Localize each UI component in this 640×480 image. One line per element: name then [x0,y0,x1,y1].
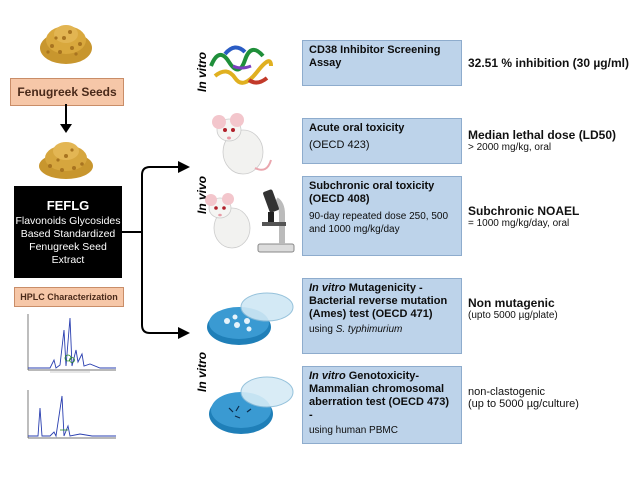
extract-line: Flavonoids Glycosides [15,214,121,227]
result-subchronic: Subchronic NOAEL = 1000 mg/kg/day, oral [468,204,638,229]
result-chromosomal: non-clastogenic (up to 5000 µg/culture) [468,386,638,410]
extract-line: Fenugreek Seed [29,240,107,253]
hplc-chromatogram-1 [20,310,120,380]
assay-box-subchronic: Subchronic oral toxicity (OECD 408) 90-d… [302,176,462,256]
result-ames: Non mutagenic (upto 5000 µg/plate) [468,296,638,321]
assay-title: Genotoxicity- Mammalian chromosomal aber… [309,370,449,421]
result-sub: > 2000 mg/kg, oral [468,142,552,153]
assay-detail: (OECD 423) [309,139,370,151]
assay-detail: 90-day repeated dose 250, 500 and 1000 m… [309,211,448,235]
assay-detail: using human PBMC [309,425,398,436]
result-cd38: 32.51 % inhibition (30 µg/ml) [468,56,629,70]
assay-box-cd38: CD38 Inhibitor Screening Assay [302,40,462,86]
extract-title: FEFLG [46,197,90,213]
result-main: Median lethal dose (LD50) [468,128,617,142]
assay-detail-organism: S. typhimurium [335,324,403,335]
hplc-label: HPLC Characterization [14,287,124,307]
microscope-image [250,184,300,254]
extract-line: Based Standardized [20,227,116,240]
result-sub: (upto 5000 µg/plate) [468,310,558,321]
result-sub: = 1000 mg/kg/day, oral [468,218,570,229]
branch-arrows [122,150,192,350]
assay-box-ames: In vitro Mutagenicity - Bacterial revers… [302,278,462,354]
assay-title: Acute oral toxicity [309,122,405,134]
assay-box-chromosomal: In vitro Genotoxicity- Mammalian chromos… [302,366,462,444]
assay-title: Mutagenicity - Bacterial reverse mutatio… [309,282,448,320]
assay-title-italic: In vitro [309,282,346,294]
rat-image [205,108,275,180]
petri-dish-image-2 [205,368,295,440]
fenugreek-seeds-image [38,18,94,66]
result-main: Non mutagenic [468,296,555,310]
assay-title-italic: In vitro [309,370,346,382]
result-main: non-clastogenic [468,386,546,398]
assay-box-acute: Acute oral toxicity (OECD 423) [302,118,462,164]
hplc-chromatogram-2 [20,386,120,446]
fenugreek-seeds-label: Fenugreek Seeds [10,78,124,106]
assay-title: CD38 Inhibitor Screening Assay [309,44,441,69]
fenugreek-powder-image [38,136,94,180]
result-acute: Median lethal dose (LD50) > 2000 mg/kg, … [468,128,638,153]
assay-title: Subchronic oral toxicity (OECD 408) [309,180,435,205]
rat-image-2 [200,188,260,252]
down-arrow [58,104,74,134]
extract-box: FEFLG Flavonoids Glycosides Based Standa… [14,186,122,278]
extract-line: Extract [51,253,85,266]
assay-detail-prefix: using [309,324,336,335]
result-main: Subchronic NOAEL [468,204,580,218]
result-sub: (up to 5000 µg/culture) [468,398,579,410]
petri-dish-image [205,285,295,351]
protein-structure-image [205,36,277,90]
